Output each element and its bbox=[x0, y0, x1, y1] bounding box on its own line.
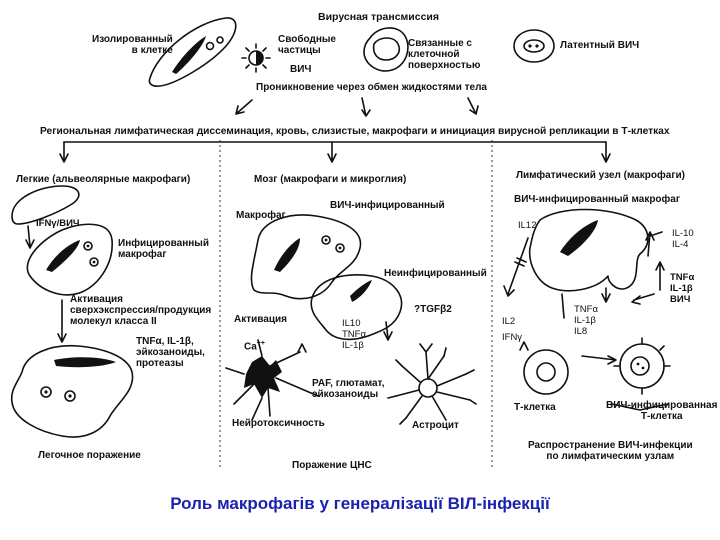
hiv-t-cell-drawing bbox=[613, 337, 671, 395]
lung-activation-label: Активация сверхэкспрессия/продукция моле… bbox=[70, 294, 212, 327]
viral-transmission-label: Вирусная трансмиссия bbox=[318, 11, 440, 23]
brain-tgf-label: ?TGFβ2 bbox=[414, 304, 452, 315]
lymph-hiv-macrophage bbox=[528, 208, 649, 292]
lung-title: Легкие (альвеолярные макрофаги) bbox=[16, 174, 191, 185]
lymph-il10-il4-label: IL-10 IL-4 bbox=[672, 228, 694, 250]
brain-macrophage-label: Макрофаг bbox=[236, 210, 286, 221]
surface-bound-label: Связанные с клеточной поверхностью bbox=[408, 38, 481, 71]
brain-calcium-label: Ca++ bbox=[244, 340, 265, 353]
hiv-label: ВИЧ bbox=[290, 64, 312, 75]
brain-paf-label: PAF, глютамат, эйкозаноиды bbox=[312, 378, 385, 400]
lymph-t-cell-label: Т-клетка bbox=[514, 402, 556, 413]
lymph-spread-label: Распространение ВИЧ-инфекции по лимфатич… bbox=[528, 440, 693, 462]
latent-hiv-label: Латентный ВИЧ bbox=[560, 40, 640, 51]
brain-title: Мозг (макрофаги и микроглия) bbox=[254, 174, 407, 185]
brain-uninfected-label: Неинфицированный bbox=[384, 268, 487, 279]
figure-caption: Роль макрофагів у генералізації ВІЛ-інфе… bbox=[170, 494, 550, 513]
surface-bound-cell-drawing bbox=[363, 27, 409, 72]
body-fluid-exchange-label: Проникновение через обмен жидкостями тел… bbox=[256, 82, 487, 93]
t-cell-drawing bbox=[523, 349, 569, 395]
brain-lesion-label: Поражение ЦНС bbox=[292, 460, 372, 471]
brain-macrophage bbox=[250, 214, 362, 300]
isolated-cell-label: Изолированный в клетке bbox=[92, 34, 173, 56]
lung-lesion-label: Легочное поражение bbox=[38, 450, 141, 461]
brain-hiv-infected-label: ВИЧ-инфицированный bbox=[330, 200, 445, 211]
free-particles-label: Свободные частицы bbox=[278, 34, 336, 56]
lymph-hiv-macrophage-label: ВИЧ-инфицированный макрофаг bbox=[514, 194, 681, 205]
latent-hiv-cell-drawing bbox=[513, 29, 555, 63]
lung-macrophage-top bbox=[11, 185, 80, 225]
astrocyte-drawing bbox=[387, 343, 477, 425]
lung-infected-macrophage bbox=[26, 223, 113, 296]
free-particle-icon bbox=[241, 43, 271, 73]
brain-astrocyte-label: Астроцит bbox=[412, 420, 459, 431]
lung-lesion-macrophage bbox=[10, 344, 134, 438]
lymph-il2-ifn-label: IL2 IFNγ bbox=[502, 316, 523, 343]
brain-cytokines-label: IL10 TNFα IL-1β bbox=[342, 318, 366, 351]
brain-uninfected-macrophage bbox=[310, 274, 403, 341]
lung-ifn-hiv-label: IFNγ/ВИЧ bbox=[36, 218, 80, 229]
lymph-il12-label: IL12 bbox=[518, 220, 537, 231]
lymph-hiv-t-cell-label: ВИЧ-инфицированная Т-клетка bbox=[606, 400, 718, 422]
isolated-cell-drawing bbox=[148, 17, 237, 87]
neuron-drawing bbox=[225, 339, 319, 421]
brain-activation-label: Активация bbox=[234, 314, 287, 325]
lung-infected-macrophage-label: Инфицированный макрофаг bbox=[118, 238, 209, 260]
brain-neurotoxicity-label: Нейротоксичность bbox=[232, 418, 325, 429]
lymph-title: Лимфатический узел (макрофаги) bbox=[516, 170, 685, 181]
lymph-tnf-mid-label: TNFα IL-1β IL8 bbox=[574, 304, 598, 337]
lung-cytokines-label: TNFα, IL-1β, эйкозаноиды, протеазы bbox=[136, 336, 205, 369]
lymph-tnf-right-label: TNFα IL-1β ВИЧ bbox=[670, 272, 695, 305]
regional-dissemination-label: Региональная лимфатическая диссеминация,… bbox=[40, 126, 670, 137]
